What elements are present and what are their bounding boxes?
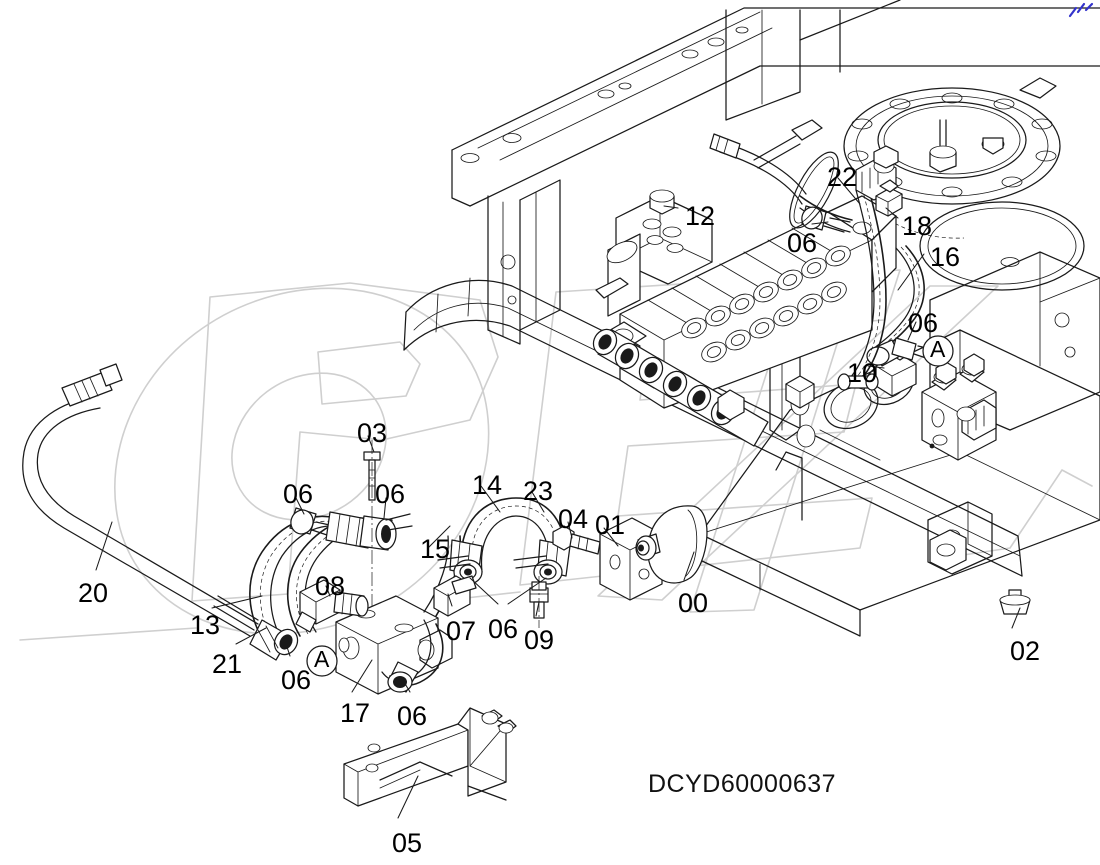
leader-lines	[95, 177, 1021, 819]
callout-06-near-a: 06	[908, 308, 939, 338]
section-marker-a-right: A	[930, 336, 946, 362]
callout-05: 05	[392, 828, 423, 858]
right-valve-block	[875, 343, 997, 571]
callout-12: 12	[685, 201, 716, 231]
callout-04: 04	[558, 504, 589, 534]
callout-23: 23	[523, 476, 554, 506]
upper-hose-group	[709, 119, 937, 391]
callout-18: 18	[902, 211, 933, 241]
valve-port-fittings	[592, 328, 769, 447]
bolt-02	[999, 589, 1031, 615]
accent-mark-icon	[1068, 2, 1094, 18]
hose-20	[22, 363, 259, 637]
section-marker-circles	[306, 335, 954, 677]
manifold-block-17	[295, 535, 462, 695]
callout-14: 14	[472, 470, 503, 500]
part-09-fitting	[529, 576, 549, 628]
callout-13: 13	[190, 610, 221, 640]
callout-21: 21	[212, 649, 243, 679]
callout-00: 00	[678, 588, 709, 618]
callout-03: 03	[357, 418, 388, 448]
control-valve-bank	[592, 189, 897, 447]
bracket-05	[343, 707, 517, 807]
part-08-fitting	[295, 579, 369, 633]
accumulator-group	[552, 505, 708, 601]
callout-06-arch: 06	[488, 614, 519, 644]
callout-09: 09	[524, 625, 555, 655]
callout-17: 17	[340, 698, 371, 728]
callout-06-upper: 06	[787, 228, 818, 258]
callout-06-lower-right: 06	[397, 701, 428, 731]
callout-07: 07	[446, 616, 477, 646]
arch-hose-14-23	[433, 497, 571, 628]
callout-22: 22	[827, 162, 858, 192]
callout-08: 08	[315, 571, 346, 601]
callout-02: 02	[1010, 636, 1041, 666]
hose-13-assembly	[249, 440, 413, 661]
callout-20: 20	[78, 578, 109, 608]
callout-06-left-clamp: 06	[283, 479, 314, 509]
callout-10: 10	[847, 358, 878, 388]
section-marker-a-left: A	[314, 646, 330, 672]
callout-06-lower-left: 06	[281, 665, 312, 695]
callout-16: 16	[930, 242, 961, 272]
callout-01: 01	[595, 510, 626, 540]
callout-06-hose-fitting: 06	[375, 479, 406, 509]
part-07-fitting	[433, 575, 477, 617]
drawing-number: DCYD60000637	[648, 770, 837, 798]
callout-15: 15	[420, 534, 451, 564]
swing-bearing	[843, 77, 1085, 291]
